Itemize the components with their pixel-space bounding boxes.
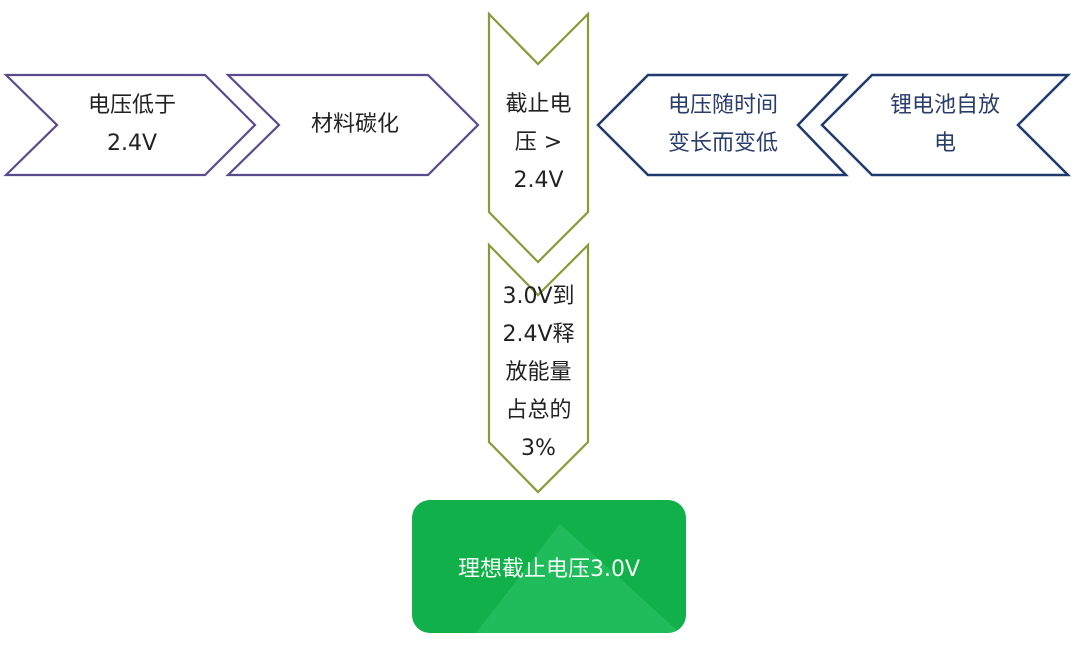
label-line: 占总的 xyxy=(505,398,572,423)
label-line: 锂电池自放 xyxy=(889,93,1000,118)
label-self-discharge: 锂电池自放 电 xyxy=(870,82,1020,168)
label-material-carbonization: 材料碳化 xyxy=(279,82,431,168)
label-line: 截止电 xyxy=(505,92,572,117)
label-line: 3% xyxy=(521,436,556,461)
label-line: 电 xyxy=(933,131,956,156)
label-line: 2.4V释 xyxy=(502,322,575,347)
chevron-voltage-below xyxy=(3,73,257,177)
label-cutoff-voltage: 截止电 压 > 2.4V xyxy=(489,84,588,202)
label-line: 2.4V xyxy=(513,168,564,193)
chevron-material-carbonization xyxy=(225,73,480,177)
label-line: 压 > xyxy=(514,130,563,155)
label-line: 2.4V xyxy=(106,131,158,156)
label-line: 电压低于 xyxy=(87,93,176,118)
chevron-energy-release xyxy=(487,242,590,494)
label-voltage-below: 电压低于 2.4V xyxy=(57,82,207,168)
result-box: 理想截止电压3.0V xyxy=(412,500,686,633)
label-line: 变长而变低 xyxy=(667,131,778,156)
label-voltage-decrease: 电压随时间 变长而变低 xyxy=(648,82,798,168)
result-label: 理想截止电压3.0V xyxy=(457,556,641,582)
chevron-voltage-decrease xyxy=(596,73,849,177)
label-line: 3.0V到 xyxy=(502,284,575,309)
label-line: 电压随时间 xyxy=(667,93,778,118)
chevron-cutoff-voltage xyxy=(487,11,590,264)
label-line: 放能量 xyxy=(505,360,572,385)
highlight-triangle xyxy=(476,524,680,633)
label-line: 材料碳化 xyxy=(310,112,399,137)
chevron-self-discharge xyxy=(820,73,1072,177)
label-energy-release: 3.0V到 2.4V释 放能量 占总的 3% xyxy=(484,278,593,468)
